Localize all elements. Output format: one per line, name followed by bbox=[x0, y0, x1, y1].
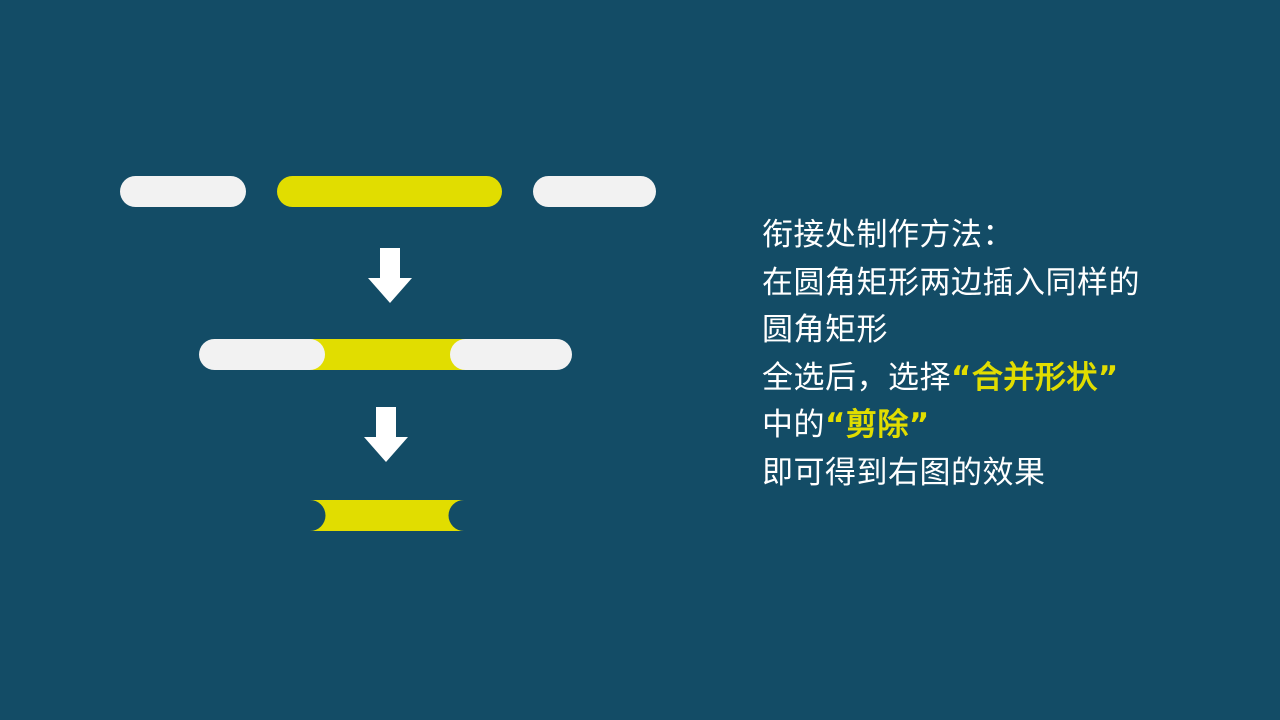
instruction-line-3: 圆角矩形 bbox=[762, 312, 888, 348]
instruction-line-6: 即可得到右图的效果 bbox=[762, 454, 1046, 491]
result-shape bbox=[310, 500, 464, 531]
arrow-down-icon bbox=[368, 248, 412, 303]
instruction-text: 衔接处制作方法： 在圆角矩形两边插入同样的 圆角矩形 全选后，选择“合并形状” … bbox=[762, 212, 1242, 497]
instruction-title: 衔接处制作方法： bbox=[762, 217, 1014, 253]
center-yellow-pill bbox=[277, 176, 502, 207]
instruction-line-2: 在圆角矩形两边插入同样的 bbox=[762, 264, 1140, 301]
instruction-line-5-text: 中的 bbox=[762, 407, 825, 443]
right-white-pill bbox=[533, 176, 656, 207]
left-white-pill bbox=[120, 176, 246, 207]
instruction-line-4-text: 全选后，选择 bbox=[762, 359, 951, 396]
arrow-down-icon bbox=[364, 407, 408, 462]
overlap-right-white-pill bbox=[450, 339, 572, 370]
subtract-highlight: “剪除” bbox=[825, 407, 930, 443]
overlap-left-white-pill bbox=[199, 339, 325, 370]
instruction-line-4: 全选后，选择“合并形状” bbox=[762, 355, 1242, 403]
instruction-line-5: 中的“剪除” bbox=[762, 402, 1242, 450]
merge-shapes-highlight: “合并形状” bbox=[951, 359, 1119, 396]
